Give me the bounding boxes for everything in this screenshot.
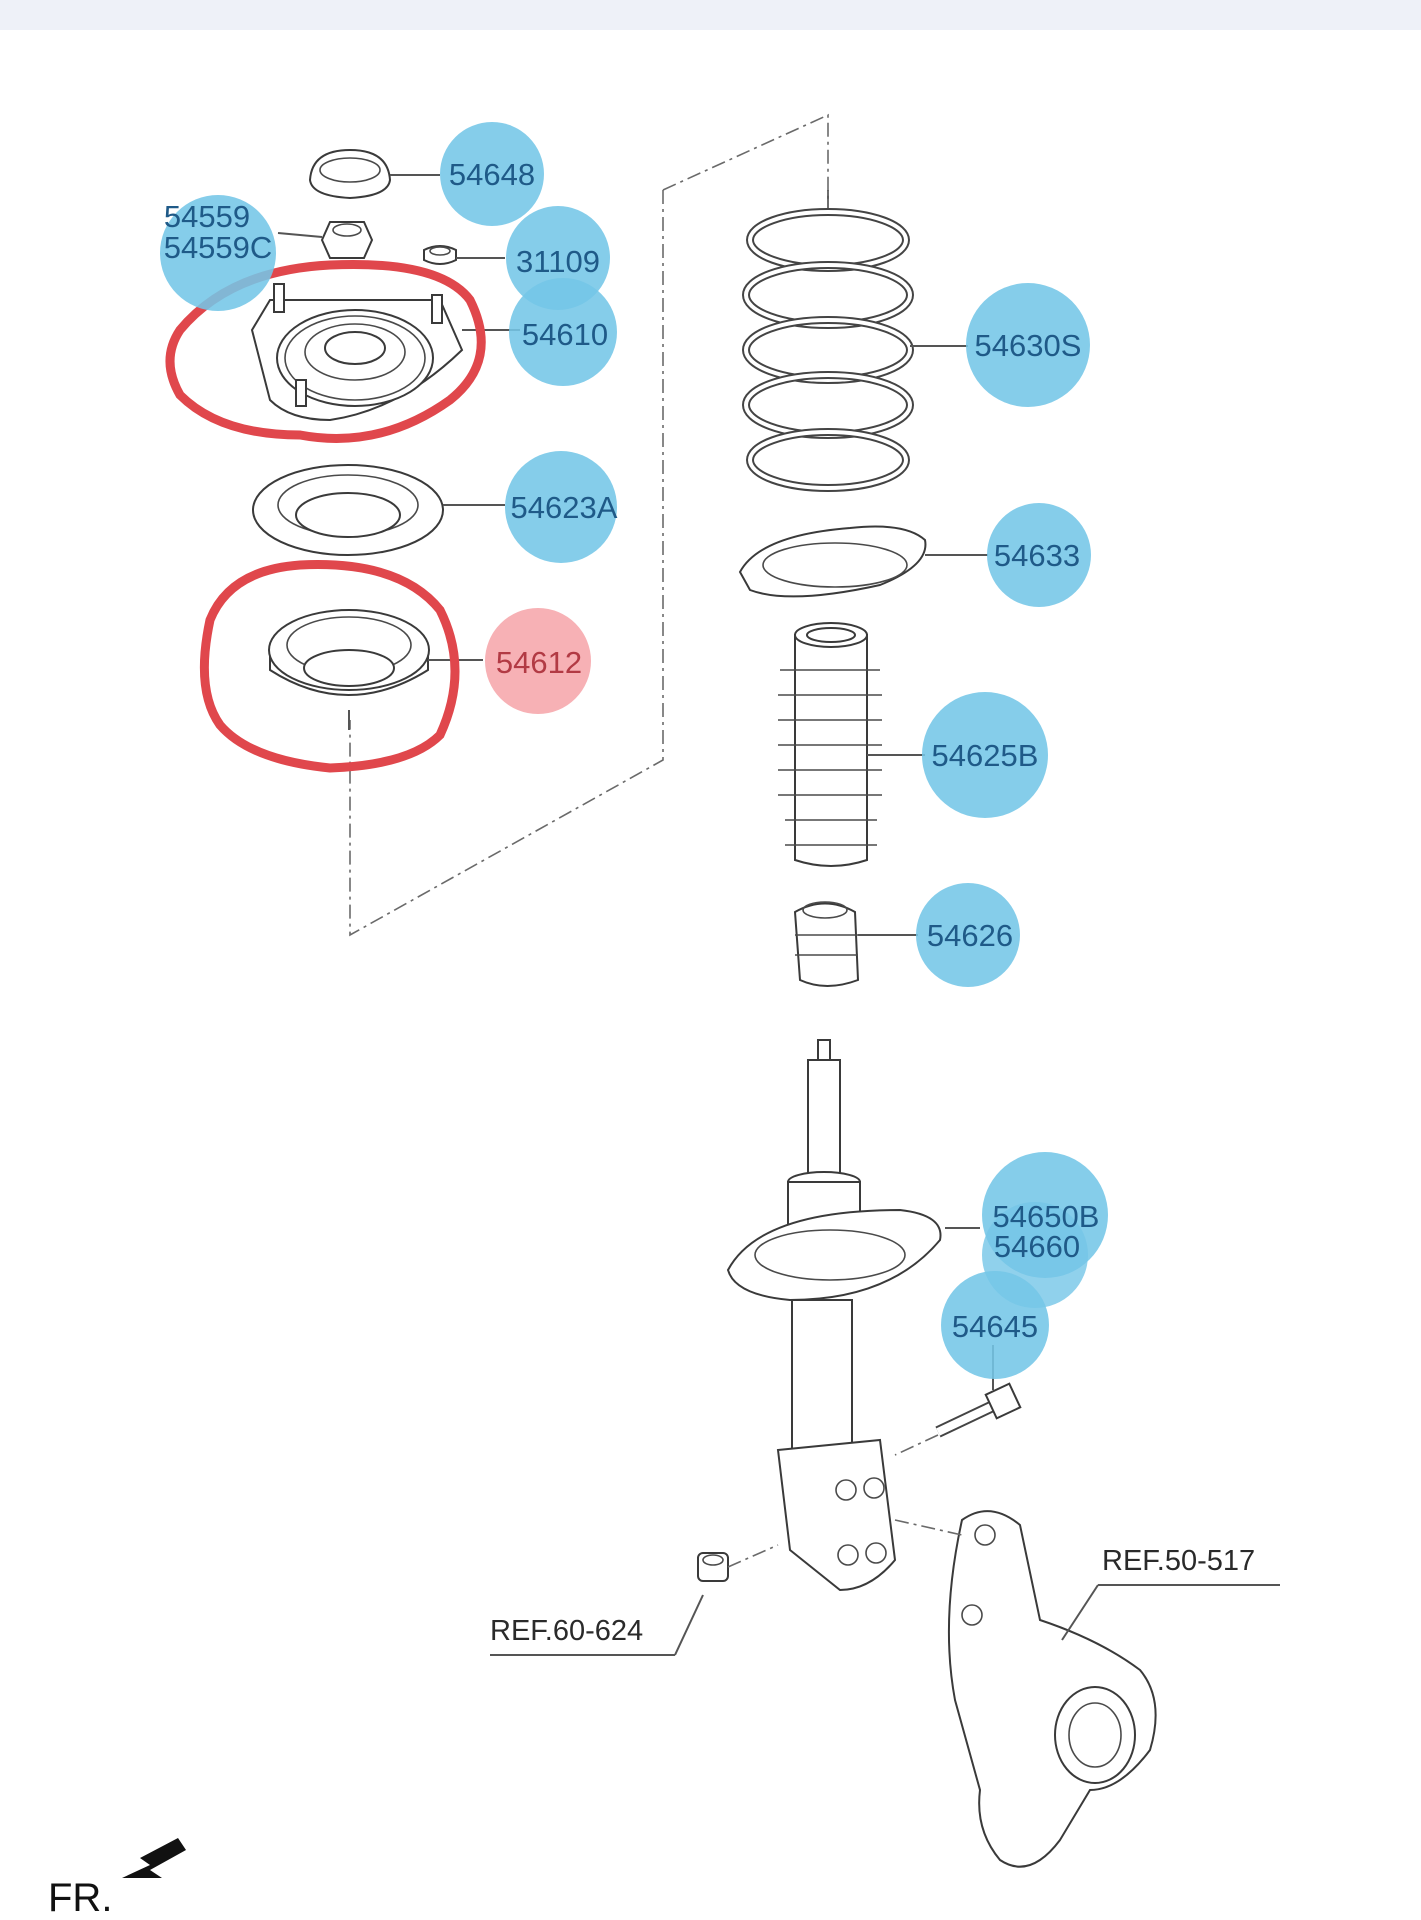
bump-stopper-part [793, 901, 918, 987]
callout-label-54648: 54648 [449, 157, 535, 192]
callout-54610[interactable]: 54610 [509, 278, 617, 386]
callout-label-54630s: 54630S [975, 328, 1082, 363]
bearing-part [268, 609, 483, 730]
spring-seat-part [252, 464, 505, 556]
assembly-outline-top [662, 113, 829, 200]
ref-label-60-624[interactable]: REF.60-624 [490, 1615, 643, 1647]
strut-mount-part [250, 283, 520, 422]
callout-54650b[interactable]: 54650B 54660 [982, 1152, 1108, 1308]
callout-label-54559: 54559 [164, 199, 250, 234]
dust-boot-part [778, 622, 925, 867]
callout-label-54625b: 54625B [932, 738, 1039, 773]
strut-part [726, 1039, 980, 1592]
diagram-canvas: 54648 54559 54559C 31109 54610 54623A 54… [0, 30, 1421, 1920]
callout-54645[interactable]: 54645 [941, 1271, 1049, 1379]
callout-label-54559c: 54559C [164, 230, 273, 265]
markup-circle-bearing [199, 560, 460, 773]
callout-54623a[interactable]: 54623A [505, 451, 618, 563]
top-bar [0, 0, 1421, 30]
callout-label-54612: 54612 [496, 645, 582, 680]
knuckle-part [894, 1510, 1280, 1868]
strut-exploded-diagram: 54648 54559 54559C 31109 54610 54623A 54… [48, 113, 1280, 1920]
callout-label-31109: 31109 [516, 244, 600, 279]
fr-label: FR. [48, 1876, 112, 1920]
cap-part [308, 148, 440, 200]
callout-label-54633: 54633 [994, 538, 1080, 573]
spring-pad-part [738, 525, 988, 598]
callout-54626[interactable]: 54626 [916, 883, 1020, 987]
ref-label-50-517[interactable]: REF.50-517 [1102, 1545, 1255, 1577]
callout-54630s[interactable]: 54630S [966, 283, 1090, 407]
callout-label-54660: 54660 [994, 1229, 1080, 1264]
bolt-part [894, 1345, 1022, 1456]
callout-54625b[interactable]: 54625B [922, 692, 1048, 818]
callout-label-54623a: 54623A [511, 490, 618, 525]
callout-54648[interactable]: 54648 [440, 122, 544, 226]
callout-54559[interactable]: 54559 54559C [160, 195, 276, 311]
flange-nut-part [490, 1544, 779, 1656]
callout-label-54650b: 54650B [993, 1199, 1100, 1234]
bushing-part [423, 245, 505, 265]
callout-label-54610: 54610 [522, 317, 608, 352]
callout-54612[interactable]: 54612 [485, 608, 591, 714]
front-arrow-icon [122, 1838, 186, 1878]
assembly-outline [349, 190, 664, 937]
markup-circle-strut-mount [165, 259, 486, 443]
nut-part [277, 221, 374, 259]
callout-label-54645: 54645 [952, 1309, 1038, 1344]
callout-label-54626: 54626 [927, 918, 1013, 953]
coil-spring-part [742, 190, 968, 492]
front-direction-indicator: FR. [48, 1838, 186, 1920]
callout-54633[interactable]: 54633 [987, 503, 1091, 607]
